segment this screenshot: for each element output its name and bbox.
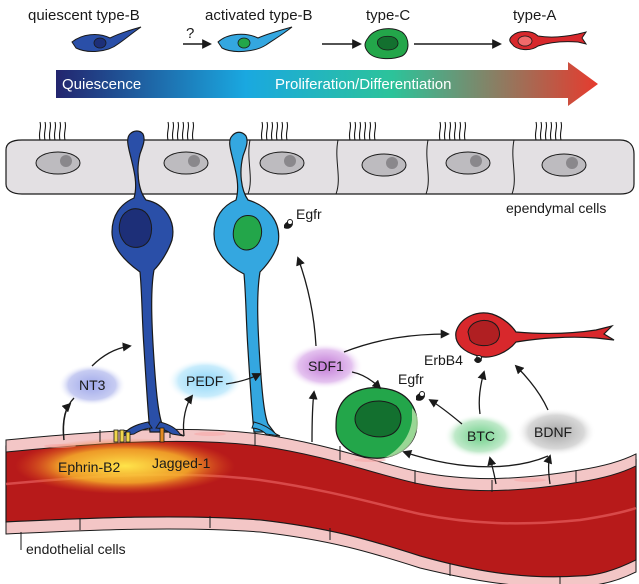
arrow-bdnf-to-type-a <box>514 364 549 411</box>
transition-question-mark: ? <box>186 25 194 42</box>
molecule-pedf: PEDF <box>167 359 243 403</box>
arrow-endothelium-to-sdf1 <box>308 390 318 443</box>
progression-gradient-bar: Quiescence Proliferation/Differentiation <box>56 62 598 106</box>
molecule-bdnf: BDNF <box>516 408 596 456</box>
stage-label-quiescent-type-b: quiescent type-B <box>28 7 140 24</box>
molecule-sdf1: SDF1 <box>287 343 363 389</box>
arrow-sdf1-to-type-c <box>351 371 382 390</box>
pedf-label: PEDF <box>186 373 223 389</box>
activated-type-b-cell-icon <box>217 26 293 53</box>
arrow-sdf1-to-type-a <box>343 329 450 353</box>
ephrin-receptors <box>113 429 131 443</box>
arrow-btc-to-egfr-c <box>428 399 463 425</box>
stage-label-type-a: type-A <box>513 7 556 24</box>
type-c-cell-icon <box>364 28 409 60</box>
quiescent-type-b-cell-icon <box>71 26 142 52</box>
blood-vessel: Ephrin-B2 Jagged-1 endothelial cells <box>5 426 637 584</box>
ependymal-layer: ependymal cells <box>5 121 635 216</box>
erbb4-receptor-icon <box>474 355 482 363</box>
egfr-label-type-c: Egfr <box>398 371 424 387</box>
arrow-nt3-to-quiescent-b <box>91 342 132 367</box>
egfr-receptor-icon <box>284 219 293 229</box>
molecule-btc: BTC <box>444 414 516 458</box>
stage-label-activated-type-b: activated type-B <box>205 7 313 24</box>
gradient-label-proliferation: Proliferation/Differentiation <box>275 76 451 93</box>
quiescent-type-b-stem-cell <box>111 130 185 443</box>
arrow-btc-to-erbb4 <box>477 370 487 415</box>
endothelial-cells-label: endothelial cells <box>26 541 126 557</box>
endothelial-cells-label-group: endothelial cells <box>20 532 126 557</box>
btc-label: BTC <box>467 428 495 444</box>
gradient-label-quiescence: Quiescence <box>62 76 141 93</box>
arrow-sdf1-to-egfr-b <box>296 256 317 347</box>
type-a-neuroblast: ErbB4 <box>424 312 615 368</box>
arrow-endothelium-to-nt3 <box>61 402 72 441</box>
bdnf-label: BDNF <box>534 424 572 440</box>
ephrin-jagged-glow <box>15 438 235 494</box>
sdf1-label: SDF1 <box>308 358 344 374</box>
ependymal-cells-label: ependymal cells <box>506 200 606 216</box>
type-c-transit-amplifying-cell: Egfr <box>335 371 425 459</box>
type-a-cell-icon <box>509 31 588 51</box>
egfr-receptor-c-icon <box>416 391 425 401</box>
ephrin-b2-label: Ephrin-B2 <box>58 459 120 475</box>
ependymal-cilia <box>38 121 563 141</box>
stage-label-type-c: type-C <box>366 7 410 24</box>
arrow-bdnf-to-type-c <box>402 449 549 468</box>
molecule-nt3: NT3 <box>58 364 126 406</box>
arrow-endothelium-to-bdnf <box>543 454 553 485</box>
jagged-receptor <box>159 427 165 443</box>
erbb4-label: ErbB4 <box>424 352 463 368</box>
arrow-endothelium-to-btc <box>487 456 497 485</box>
arrow-pedf-to-activated-b <box>225 373 262 385</box>
stage-sequence: quiescent type-B activated type-B type-C… <box>28 7 588 60</box>
signaling-arrows <box>61 256 553 485</box>
egfr-label-activated-b: Egfr <box>296 206 322 222</box>
arrow-endothelium-to-pedf <box>182 394 194 437</box>
nt3-label: NT3 <box>79 377 106 393</box>
activated-type-b-stem-cell: Egfr <box>213 131 322 437</box>
jagged-1-label: Jagged-1 <box>152 455 211 471</box>
